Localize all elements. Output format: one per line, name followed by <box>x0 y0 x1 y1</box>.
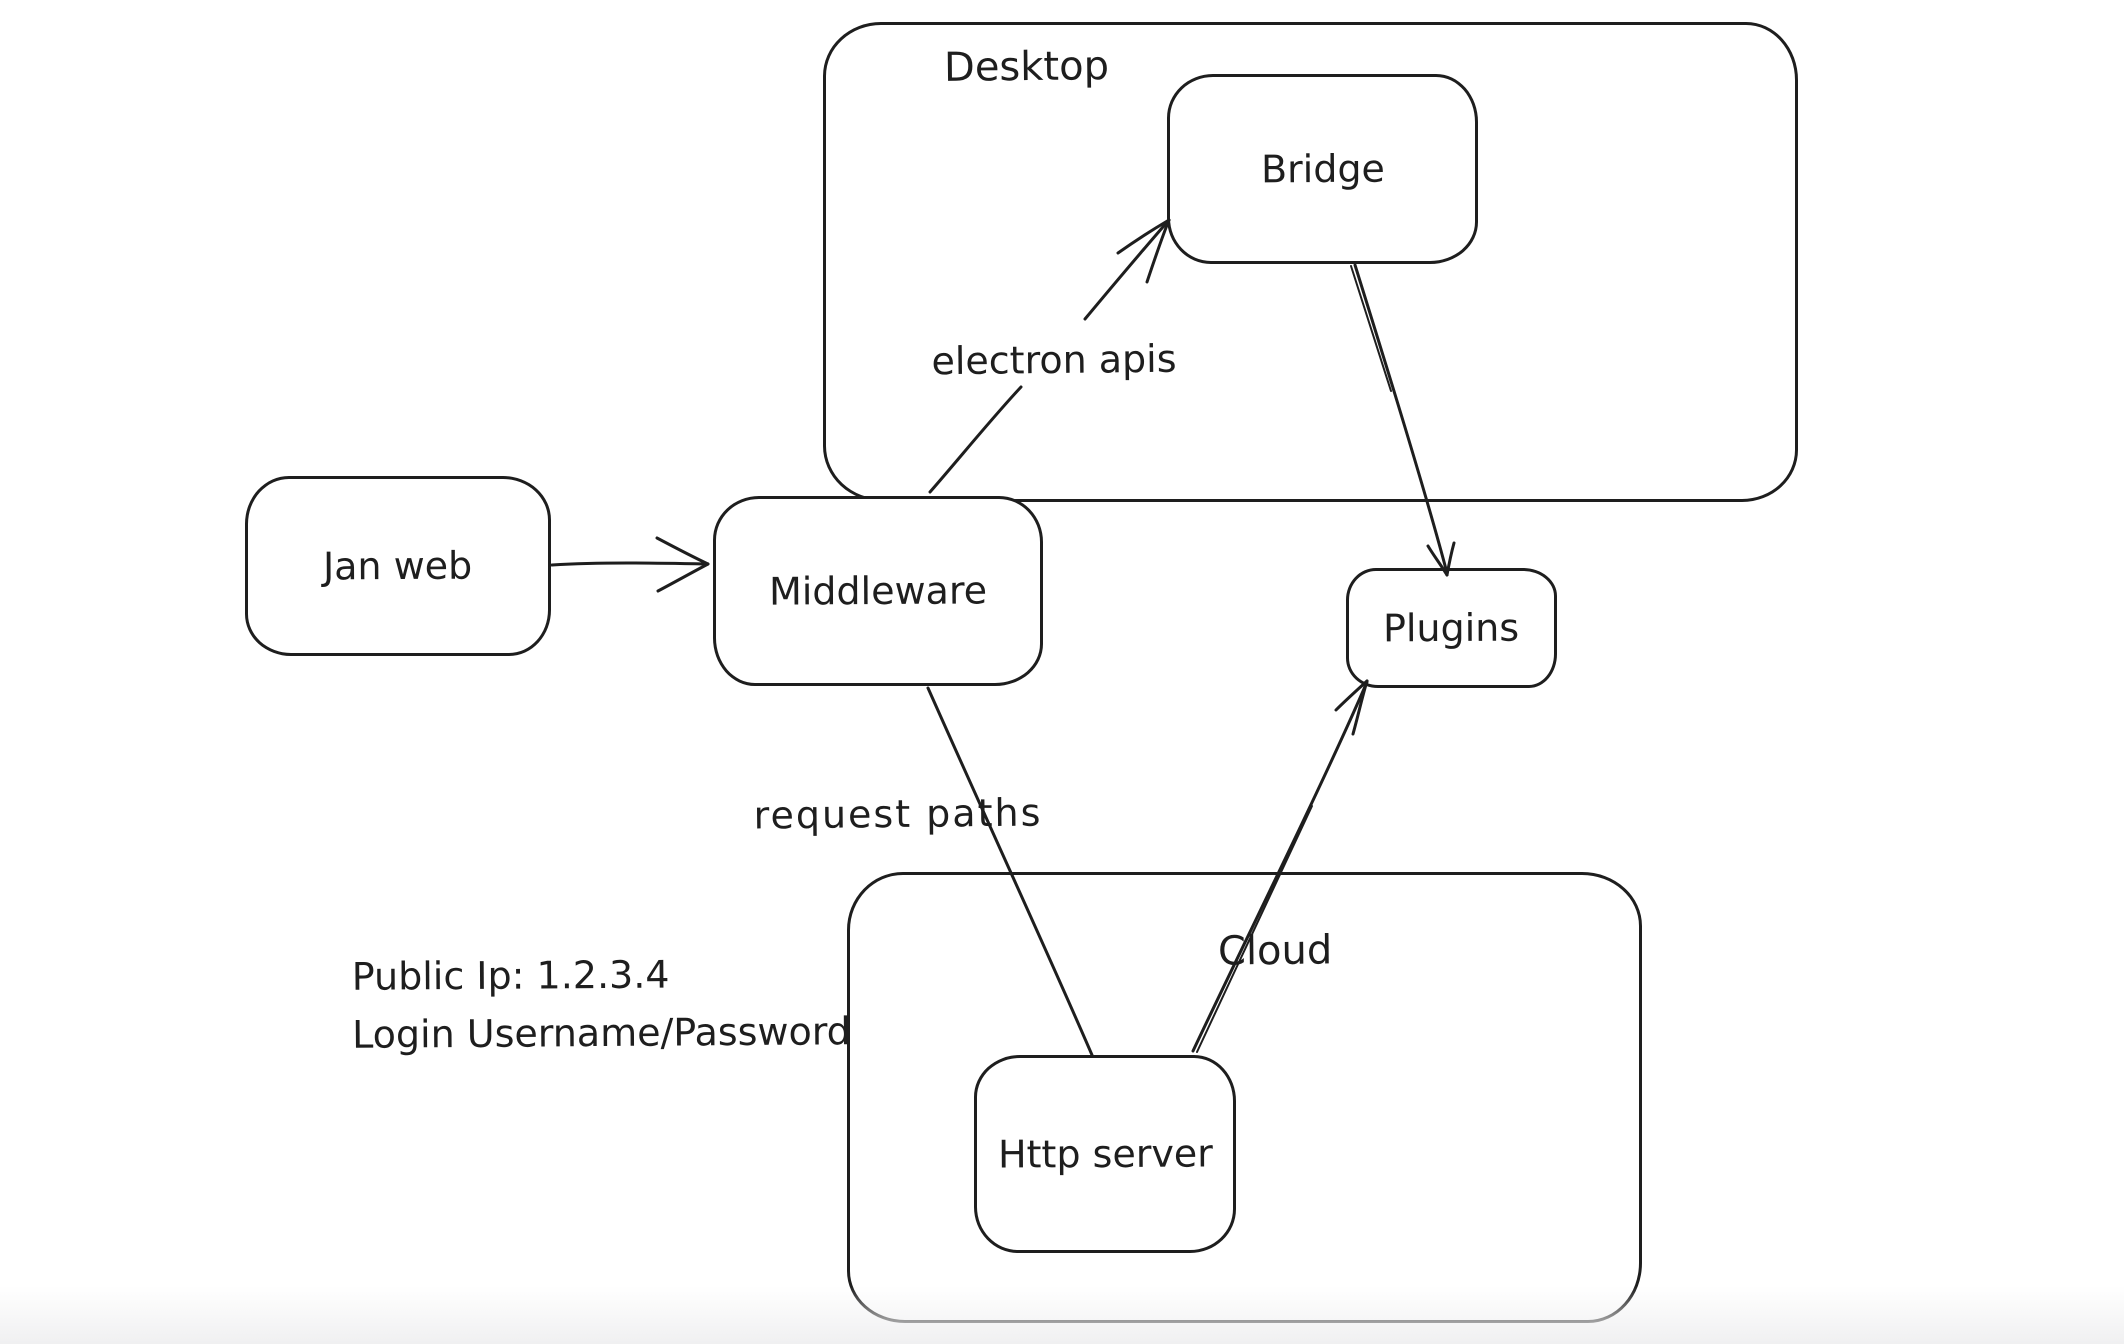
desktop-container <box>823 22 1798 502</box>
middleware-label: Middleware <box>768 568 988 614</box>
request-paths-edge-label: request paths <box>753 790 1043 838</box>
plugins-node: Plugins <box>1346 568 1557 688</box>
jan-web-node: Jan web <box>245 476 551 656</box>
bridge-node: Bridge <box>1167 74 1478 264</box>
bridge-label: Bridge <box>1260 146 1385 192</box>
arrow-jan-web-to-middleware-barb-bottom <box>656 562 710 593</box>
http-server-node: Http server <box>974 1055 1236 1253</box>
arrow-jan-web-to-middleware-shaft <box>550 561 708 567</box>
plugins-label: Plugins <box>1383 605 1520 651</box>
http-server-label: Http server <box>997 1131 1213 1177</box>
arrow-jan-web-to-middleware-barb-top <box>655 536 710 566</box>
desktop-label: Desktop <box>943 43 1110 91</box>
middleware-node: Middleware <box>713 496 1043 686</box>
bottom-fade-gradient <box>0 1286 2124 1344</box>
credentials-note: Public Ip: 1.2.3.4 Login Username/Passwo… <box>352 944 851 1063</box>
cloud-label: Cloud <box>1217 927 1333 975</box>
note-login-line: Login Username/Password <box>352 1009 851 1057</box>
electron-apis-edge-label: electron apis <box>931 336 1177 384</box>
note-public-ip-line: Public Ip: 1.2.3.4 <box>351 952 670 999</box>
arrow-http-server-to-plugins-barb-bottom <box>1351 679 1369 736</box>
jan-web-label: Jan web <box>323 543 473 589</box>
arrow-http-server-to-plugins-barb-left <box>1334 679 1369 712</box>
